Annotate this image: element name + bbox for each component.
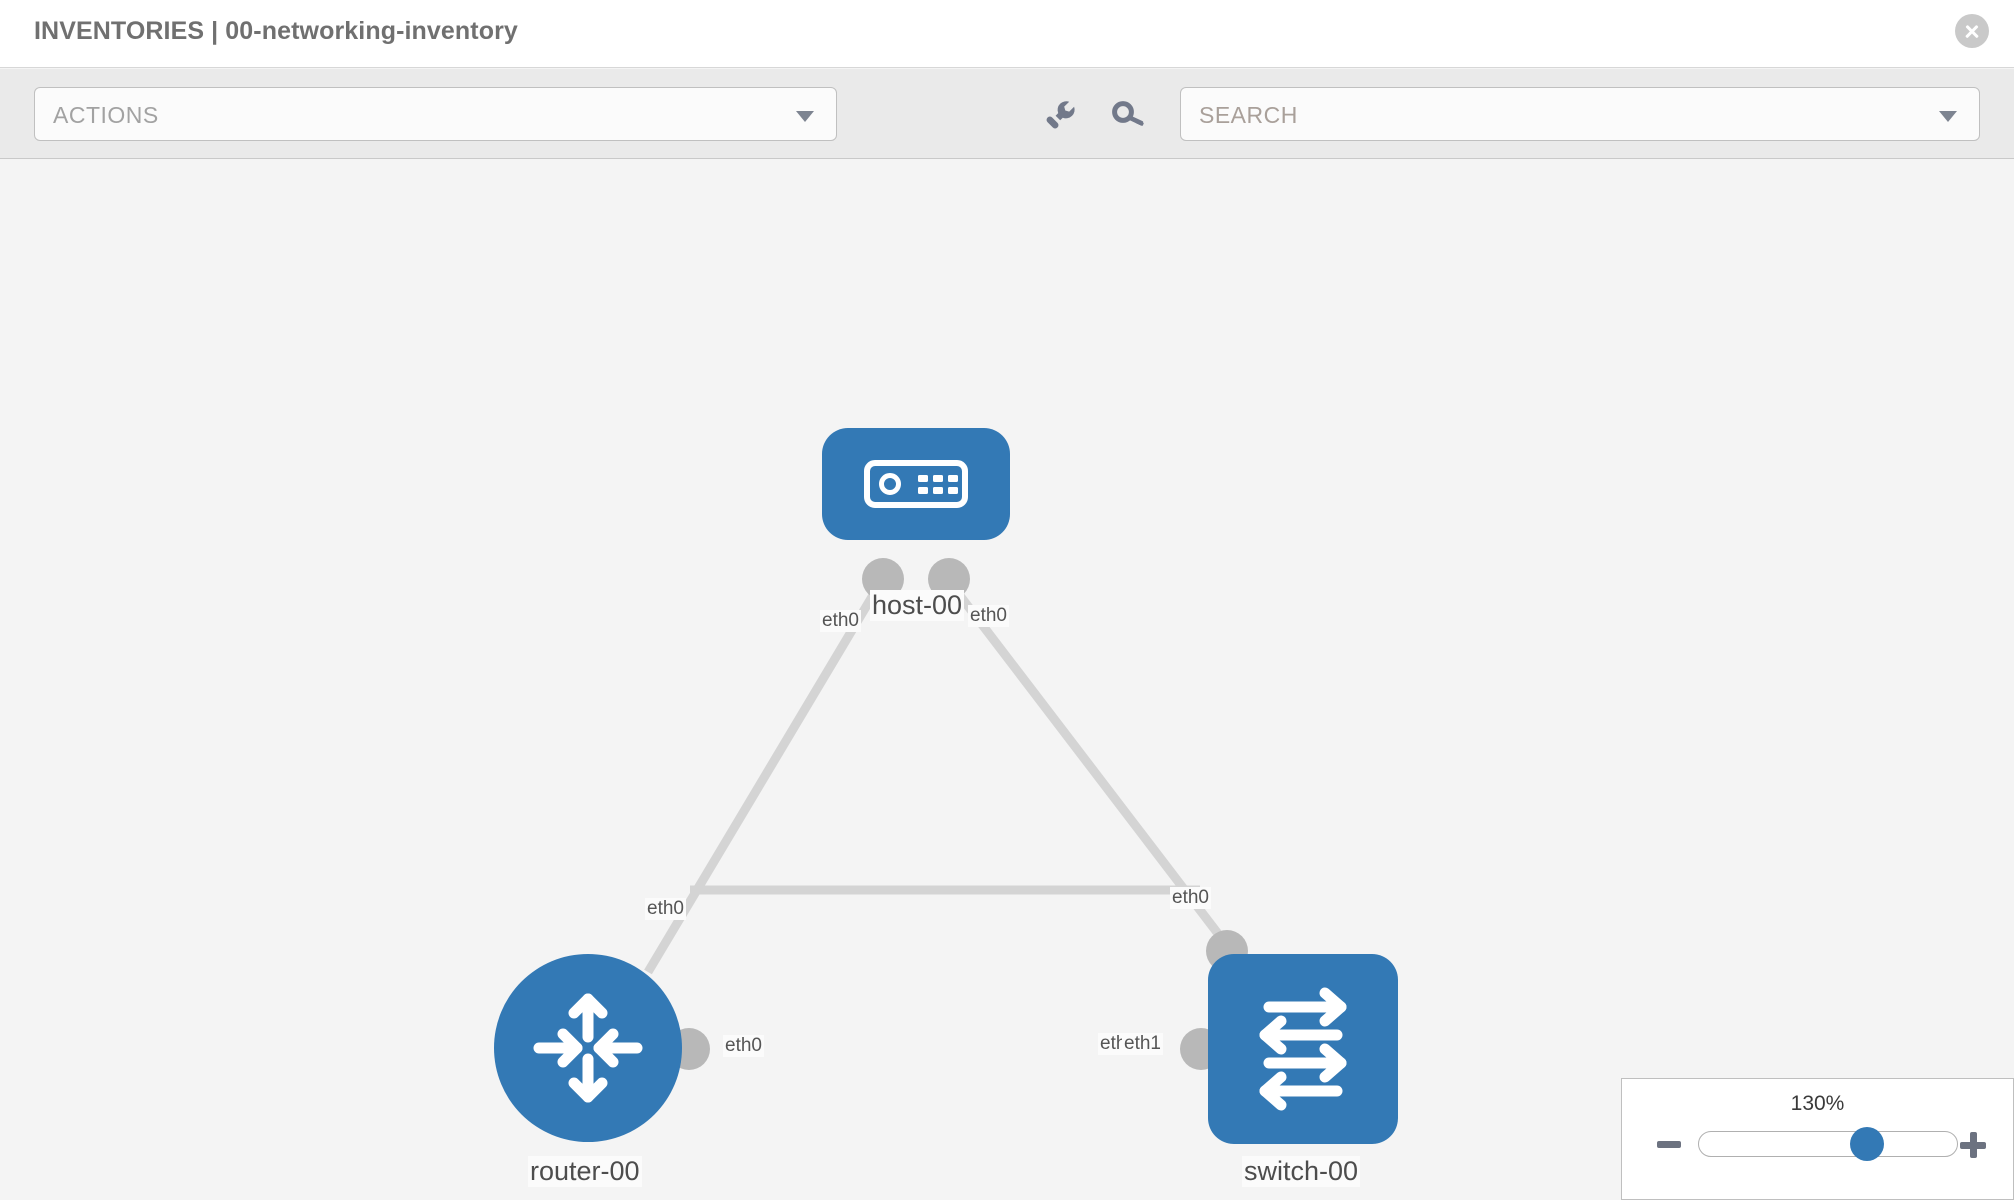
interface-label-router-right: eth0 <box>723 1035 764 1057</box>
close-icon[interactable] <box>1955 14 1989 48</box>
interface-label-router-up: eth0 <box>645 898 686 920</box>
interface-label-host-left: eth0 <box>820 610 861 632</box>
node-label-router-00: router-00 <box>528 1156 642 1187</box>
search-input[interactable]: SEARCH <box>1180 87 1980 141</box>
node-host-00[interactable] <box>822 428 1010 540</box>
server-icon <box>864 460 968 508</box>
node-label-switch-00: switch-00 <box>1242 1156 1361 1187</box>
topology-canvas[interactable]: host-00 eth0 eth0 <box>0 160 2014 1200</box>
actions-dropdown[interactable]: ACTIONS <box>34 87 837 141</box>
node-label-host-00: host-00 <box>870 590 965 621</box>
interface-label-switch-left: eth1 <box>1122 1033 1163 1055</box>
topology-links <box>644 577 1236 975</box>
actions-dropdown-label: ACTIONS <box>53 102 159 128</box>
chevron-down-icon <box>796 111 814 122</box>
zoom-level-value: 130% <box>1790 1092 1845 1115</box>
zoom-control-panel: 130% <box>1621 1078 2014 1200</box>
zoom-out-button[interactable] <box>1657 1141 1681 1148</box>
interface-label-host-right: eth0 <box>968 605 1009 627</box>
switch-arrows-icon <box>1259 987 1347 1111</box>
page-header: INVENTORIES | 00-networking-inventory <box>0 0 2014 68</box>
key-icon[interactable] <box>1108 95 1148 135</box>
interface-label-switch-up: eth0 <box>1170 887 1211 909</box>
router-arrows-icon <box>533 993 643 1103</box>
wrench-icon[interactable] <box>1040 95 1080 135</box>
toolbar: ACTIONS SEARCH <box>0 69 2014 159</box>
page-title: INVENTORIES | 00-networking-inventory <box>34 17 518 45</box>
zoom-in-button[interactable] <box>1960 1132 1986 1158</box>
zoom-slider-thumb[interactable] <box>1850 1127 1884 1161</box>
node-router-00[interactable] <box>494 954 682 1142</box>
chevron-down-icon[interactable] <box>1939 111 1957 122</box>
search-placeholder: SEARCH <box>1199 102 1298 128</box>
zoom-slider-track[interactable] <box>1698 1131 1958 1157</box>
node-switch-00[interactable] <box>1208 954 1398 1144</box>
